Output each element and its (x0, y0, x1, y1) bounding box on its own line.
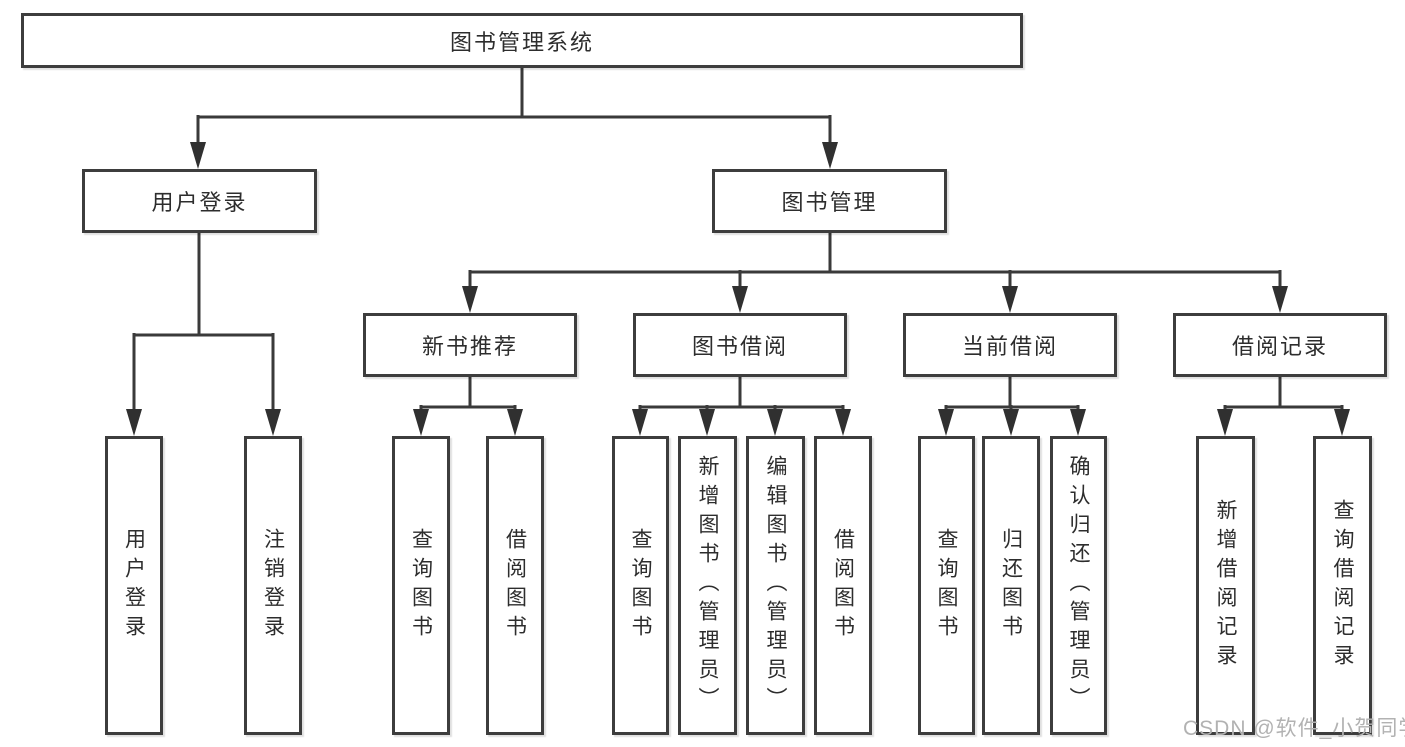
connector-root-to-level2 (190, 66, 838, 169)
leaf-user-login-label: 用户登录 (122, 527, 146, 644)
leaf-logout: 注销登录 (244, 436, 302, 735)
leaf-borrowing-borrow-books: 借阅图书 (814, 436, 872, 735)
leaf-current-return-books-label: 归还图书 (999, 527, 1023, 644)
leaf-current-confirm-return-admin: 确认归还（管理员） (1050, 436, 1107, 735)
node-user-login-group-label: 用户登录 (151, 190, 248, 215)
connector-borrowing-records-fan (1217, 375, 1350, 436)
node-new-book-recommend: 新书推荐 (363, 313, 577, 377)
leaf-current-query-books-label: 查询图书 (935, 527, 958, 644)
node-new-book-recommend-label: 新书推荐 (421, 334, 518, 359)
leaf-borrowing-add-books-admin: 新增图书（管理员） (678, 436, 737, 735)
connector-user-login-fan (126, 231, 281, 436)
node-current-borrowing-label: 当前借阅 (961, 334, 1058, 359)
leaf-borrowing-edit-books-admin: 编辑图书（管理员） (746, 436, 805, 735)
leaf-borrowing-query-books-label: 查询图书 (629, 527, 652, 644)
node-current-borrowing: 当前借阅 (903, 313, 1117, 377)
csdn-watermark: CSDN @软件_小贺同学 (1183, 717, 1405, 740)
leaf-recommend-borrow-books: 借阅图书 (486, 436, 544, 735)
connector-book-management-fan (462, 231, 1288, 313)
leaf-borrowing-borrow-books-label: 借阅图书 (831, 527, 855, 644)
node-borrowing-records-label: 借阅记录 (1231, 334, 1328, 359)
leaf-current-confirm-return-admin-label: 确认归还（管理员） (1067, 455, 1090, 716)
leaf-current-return-books: 归还图书 (982, 436, 1040, 735)
node-book-borrowing: 图书借阅 (633, 313, 847, 377)
leaf-borrowing-query-books: 查询图书 (612, 436, 669, 735)
node-borrowing-records: 借阅记录 (1173, 313, 1387, 377)
leaf-borrowing-edit-books-admin-label: 编辑图书（管理员） (764, 455, 787, 716)
node-user-login-group: 用户登录 (82, 169, 317, 233)
connector-new-book-recommend-fan (413, 375, 523, 436)
connector-current-borrowing-fan (938, 375, 1086, 436)
leaf-recommend-query-books-label: 查询图书 (409, 527, 433, 644)
connector-book-borrowing-fan (632, 375, 851, 436)
leaf-recommend-borrow-books-label: 借阅图书 (503, 527, 527, 644)
node-book-management-label: 图书管理 (781, 190, 878, 215)
leaf-current-query-books: 查询图书 (918, 436, 975, 735)
node-book-borrowing-label: 图书借阅 (691, 334, 788, 359)
leaf-records-query-record: 查询借阅记录 (1313, 436, 1372, 735)
leaf-user-login: 用户登录 (105, 436, 163, 735)
leaf-records-add-record-label: 新增借阅记录 (1214, 498, 1237, 673)
leaf-records-query-record-label: 查询借阅记录 (1331, 498, 1354, 673)
leaf-logout-label: 注销登录 (261, 527, 285, 644)
node-book-management: 图书管理 (712, 169, 947, 233)
leaf-records-add-record: 新增借阅记录 (1196, 436, 1255, 735)
leaf-borrowing-add-books-admin-label: 新增图书（管理员） (696, 455, 719, 716)
leaf-recommend-query-books: 查询图书 (392, 436, 450, 735)
node-library-system-label: 图书管理系统 (449, 29, 594, 55)
node-library-system: 图书管理系统 (21, 13, 1023, 68)
